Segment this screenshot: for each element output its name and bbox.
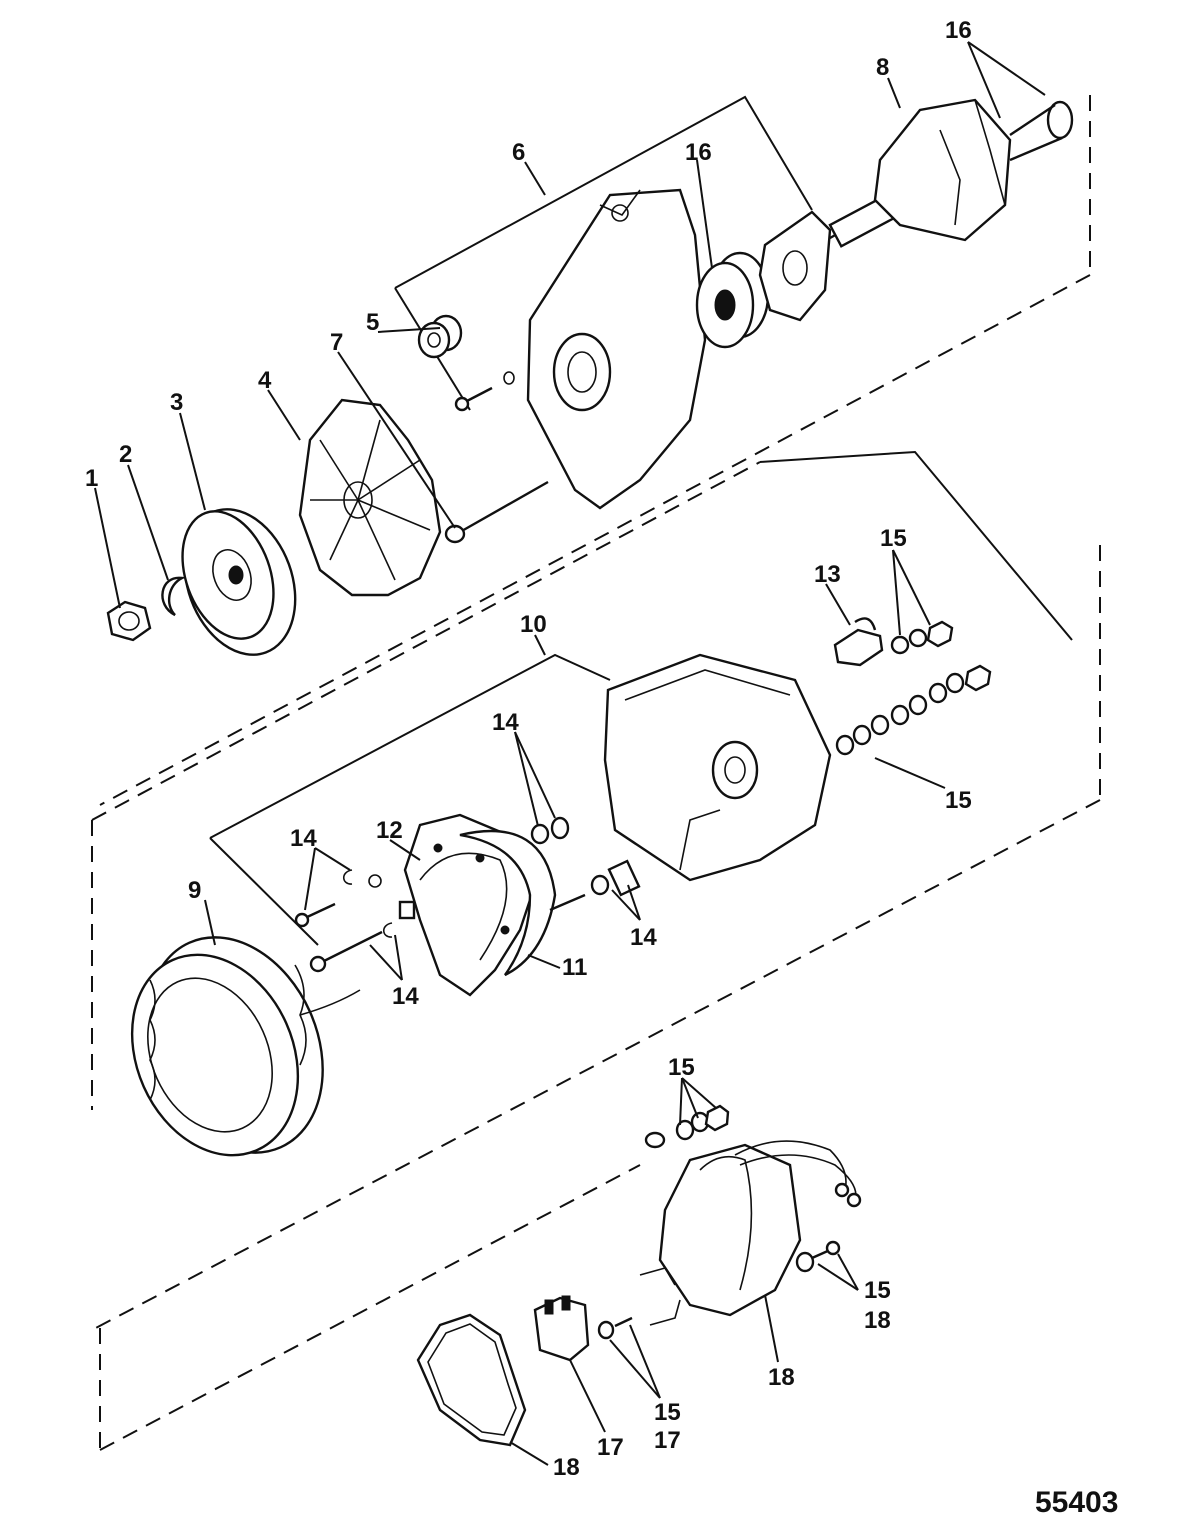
callout-c15e: 15 xyxy=(654,1399,681,1426)
callout-c4: 4 xyxy=(258,367,272,394)
callout-c18a: 18 xyxy=(864,1307,891,1334)
callout-c1: 1 xyxy=(85,465,98,492)
callout-c18b: 18 xyxy=(768,1364,795,1391)
leader-lines xyxy=(94,41,1046,1466)
callout-c13: 13 xyxy=(814,561,841,588)
insulator-hardware-part xyxy=(294,816,641,973)
callout-c18c: 18 xyxy=(553,1454,580,1481)
callout-c17a: 17 xyxy=(654,1427,681,1454)
drive-end-frame-part xyxy=(526,188,707,510)
callout-c16b: 16 xyxy=(685,139,712,166)
brush-holder-part xyxy=(533,1295,590,1362)
callout-c17b: 17 xyxy=(597,1434,624,1461)
rectifier-part xyxy=(403,813,542,997)
callout-c7: 7 xyxy=(330,329,343,356)
drawing-number: 55403 xyxy=(1035,1486,1118,1519)
callout-c10: 10 xyxy=(520,611,547,638)
middle-assembly-boundary xyxy=(91,450,1101,1331)
bottom-hardware-part xyxy=(597,1104,841,1340)
fan-part xyxy=(298,398,442,597)
slip-ring-end-frame-part xyxy=(603,653,832,882)
top-assembly-boundary xyxy=(99,95,1091,806)
callout-c14d: 14 xyxy=(392,983,419,1010)
callout-c5: 5 xyxy=(366,309,379,336)
spacer-part xyxy=(417,314,463,359)
through-bolt-part xyxy=(444,480,549,544)
callout-c9: 9 xyxy=(188,877,201,904)
callout-c3: 3 xyxy=(170,389,183,416)
callout-c2: 2 xyxy=(119,441,132,468)
pulley-part xyxy=(181,508,297,656)
drive-end-bearing-part xyxy=(695,251,770,349)
regulator-housing-part xyxy=(639,1140,862,1326)
snap-ring-part xyxy=(161,576,187,617)
callout-c15a: 15 xyxy=(880,525,907,552)
drive-end-screw-part xyxy=(454,371,515,412)
terminal-hardware-part xyxy=(835,620,992,756)
terminal-part xyxy=(833,617,884,667)
heat-sink-part xyxy=(459,829,557,977)
callout-c15c: 15 xyxy=(668,1054,695,1081)
callout-labels: 1 2 3 4 5 6 7 8 16 16 10 13 15 15 14 12 … xyxy=(85,17,972,1481)
callout-c14b: 14 xyxy=(290,825,317,852)
rotor-part xyxy=(828,98,1074,248)
gasket-part xyxy=(416,1313,527,1447)
callout-c8: 8 xyxy=(876,54,889,81)
callout-c12: 12 xyxy=(376,817,403,844)
callout-c11: 11 xyxy=(562,954,587,981)
hex-nut-part xyxy=(106,600,152,642)
callout-c6: 6 xyxy=(512,139,525,166)
callout-c14a: 14 xyxy=(492,709,519,736)
bottom-assembly-boundary xyxy=(99,1164,641,1451)
callout-c15b: 15 xyxy=(945,787,972,814)
callout-c15d: 15 xyxy=(864,1277,891,1304)
callout-c16a: 16 xyxy=(945,17,972,44)
callout-c14c: 14 xyxy=(630,924,657,951)
bearing-retainer-plate-part xyxy=(758,210,832,322)
stator-part xyxy=(130,936,361,1157)
